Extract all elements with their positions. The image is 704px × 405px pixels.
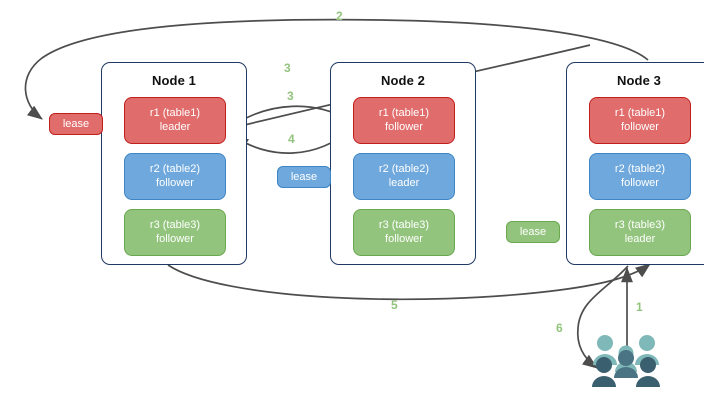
edge-5-path: [167, 263, 651, 301]
replica-r3-node3[interactable]: r3 (table3) leader: [589, 209, 691, 256]
node-box-node3[interactable]: Node 3 r1 (table1) follower r2 (table2) …: [566, 62, 704, 265]
replica-r3-node1[interactable]: r3 (table3) follower: [124, 209, 226, 256]
replica-name: r3 (table3): [378, 219, 430, 231]
users-icon: [592, 335, 660, 387]
replica-name: r2 (table2): [149, 163, 201, 175]
replica-role: leader: [388, 176, 420, 189]
node-box-node2[interactable]: Node 2 r1 (table1) follower r2 (table2) …: [330, 62, 476, 265]
replica-name: r3 (table3): [149, 219, 201, 231]
replica-role: leader: [624, 232, 656, 245]
node-title: Node 1: [152, 73, 196, 88]
replica-r1-node3[interactable]: r1 (table1) follower: [589, 97, 691, 144]
replica-name: r1 (table1): [614, 107, 666, 119]
lease-badge-node2[interactable]: lease: [277, 166, 331, 188]
lease-label: lease: [62, 118, 90, 130]
replica-name: r2 (table2): [378, 163, 430, 175]
replica-name: r1 (table1): [378, 107, 430, 119]
replica-role: follower: [156, 176, 194, 189]
replica-r1-node2[interactable]: r1 (table1) follower: [353, 97, 455, 144]
edge-label-6: 6: [556, 321, 563, 335]
replica-r1-node1[interactable]: r1 (table1) leader: [124, 97, 226, 144]
lease-label: lease: [290, 171, 318, 183]
edge-label-5: 5: [391, 298, 398, 312]
replica-role: follower: [385, 232, 423, 245]
replica-r3-node2[interactable]: r3 (table3) follower: [353, 209, 455, 256]
node-box-node1[interactable]: Node 1 r1 (table1) leader r2 (table2) fo…: [101, 62, 247, 265]
edge-label-3: 3: [287, 89, 294, 103]
replica-name: r3 (table3): [614, 219, 666, 231]
edge-label-3-long: 3: [284, 61, 291, 75]
replica-role: leader: [159, 120, 191, 133]
replica-role: follower: [621, 120, 659, 133]
node-title: Node 2: [381, 73, 425, 88]
edge-label-1: 1: [636, 300, 643, 314]
lease-badge-node1[interactable]: lease: [49, 113, 103, 135]
node-title: Node 3: [617, 73, 661, 88]
edge-label-2: 2: [336, 9, 343, 23]
lease-badge-node3[interactable]: lease: [506, 221, 560, 243]
replica-role: follower: [621, 176, 659, 189]
replica-role: follower: [385, 120, 423, 133]
lease-label: lease: [519, 226, 547, 238]
edge-label-4: 4: [288, 132, 295, 146]
replica-r2-node1[interactable]: r2 (table2) follower: [124, 153, 226, 200]
replica-r2-node2[interactable]: r2 (table2) leader: [353, 153, 455, 200]
replica-name: r2 (table2): [614, 163, 666, 175]
replica-r2-node3[interactable]: r2 (table2) follower: [589, 153, 691, 200]
replica-role: follower: [156, 232, 194, 245]
replica-name: r1 (table1): [149, 107, 201, 119]
